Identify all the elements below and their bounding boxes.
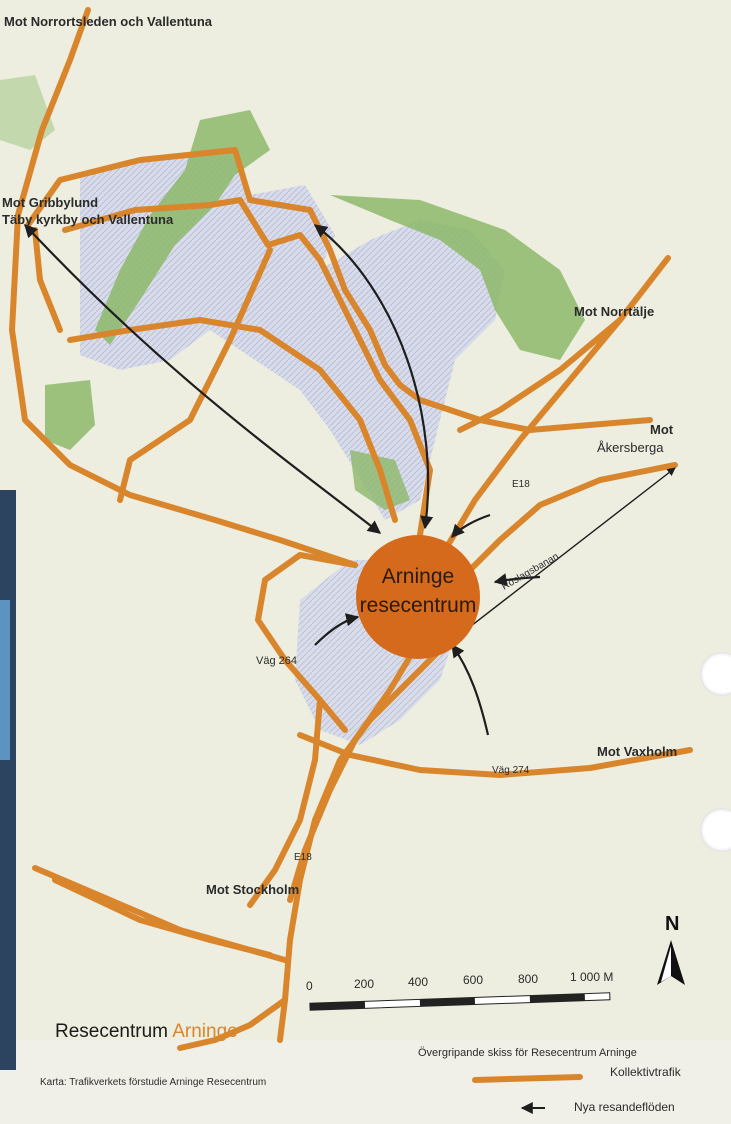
legend-route-label: Kollektivtrafik (610, 1065, 682, 1079)
route-e18-parallel (287, 637, 423, 903)
label-top: Mot Norrortsleden och Vallentuna (4, 14, 213, 29)
legend-heading: Övergripande skiss för Resecentrum Arnin… (418, 1047, 637, 1059)
map-title: Resecentrum Arninge (55, 1021, 238, 1042)
label-e18-north: E18 (512, 479, 530, 490)
scale-tick-400: 400 (408, 975, 428, 989)
map-title-prefix: Resecentrum (55, 1021, 172, 1042)
route-norrtalje-branch (457, 317, 623, 433)
label-stockholm: Mot Stockholm (206, 882, 299, 897)
label-e18-south: E18 (294, 852, 312, 863)
flow-arrow-w (314, 613, 360, 646)
label-gribby-2: Täby kyrkby och Vallentuna (2, 212, 174, 227)
label-vag264: Väg 264 (256, 655, 297, 667)
route-sw-branch (247, 697, 323, 908)
legend-route-swatch (472, 1074, 583, 1083)
route-stockholm-2 (52, 877, 273, 958)
north-arrow: N (657, 913, 685, 985)
flow-arrow-north (313, 224, 434, 530)
route-south-tail (177, 997, 288, 1051)
binder-hole-2 (700, 808, 731, 852)
legend: Övergripande skiss för Resecentrum Arnin… (418, 1047, 682, 1114)
label-vag274: Väg 274 (492, 765, 530, 776)
legend-arrow-label: Nya resandeflöden (574, 1100, 675, 1114)
flow-arrow-akersberga (439, 467, 676, 651)
map-title-name: Arninge (172, 1021, 238, 1042)
label-gribby-1: Mot Gribbylund (2, 195, 98, 210)
left-photo-strip-accent (0, 600, 10, 760)
left-photo-strip (0, 490, 16, 1070)
terrain-tint (0, 0, 731, 1040)
scale-tick-200: 200 (354, 977, 374, 991)
forest-area-2 (330, 195, 585, 360)
scale-tick-600: 600 (463, 973, 483, 987)
flow-arrow-s (451, 643, 490, 736)
scale-tick-0: 0 (306, 979, 313, 993)
label-vaxholm: Mot Vaxholm (597, 744, 677, 759)
route-vaxholm (297, 732, 693, 778)
hub-label-line1: Arninge (382, 565, 454, 588)
map-credit: Karta: Trafikverkets förstudie Arninge R… (40, 1077, 266, 1088)
hub-label-line2: resecentrum (360, 594, 477, 617)
label-akersberga-1: Mot (650, 422, 674, 437)
scale-tick-1000: 1 000 M (570, 970, 613, 984)
label-norrtalje: Mot Norrtälje (574, 304, 654, 319)
north-arrow-label: N (665, 913, 679, 935)
label-akersberga-2: Åkersberga (597, 440, 664, 455)
scale-tick-800: 800 (518, 972, 538, 986)
arninge-hub (356, 535, 480, 659)
scale-bar: 0 200 400 600 800 1 000 M (306, 970, 613, 1011)
binder-hole-1 (700, 652, 731, 696)
flow-arrows (24, 224, 676, 736)
